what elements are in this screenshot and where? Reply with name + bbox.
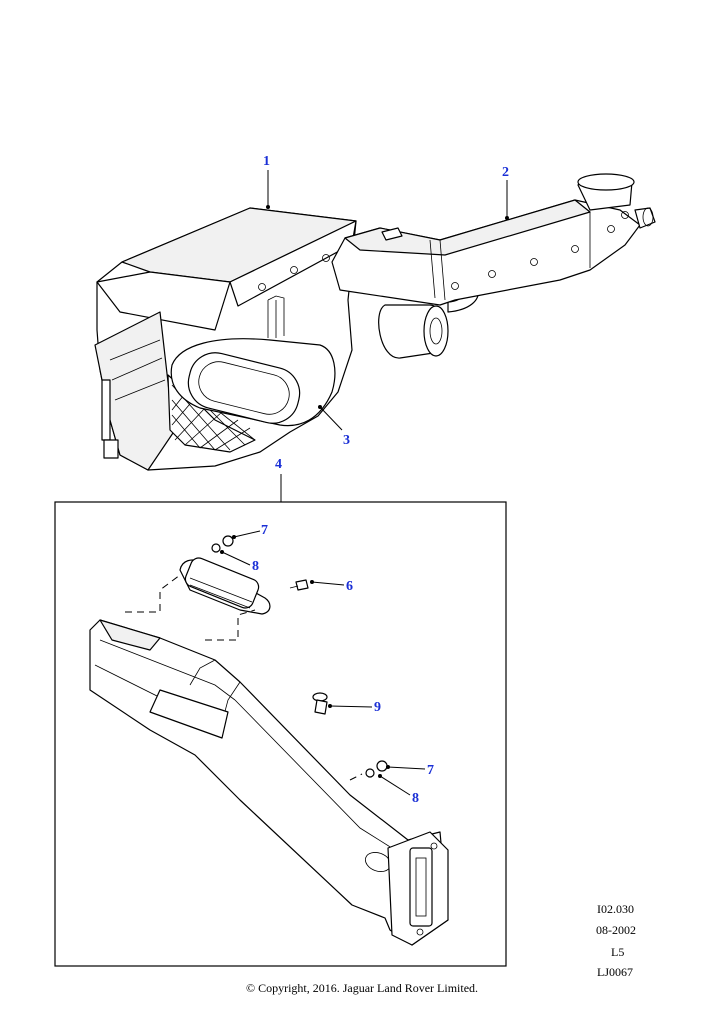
leader-lines (220, 170, 509, 796)
callout-4: 4 (275, 457, 282, 472)
drawing-level: L5 (611, 945, 625, 959)
intake-duct (331, 173, 656, 359)
callout-7-upper: 7 (261, 523, 268, 538)
callout-6: 6 (346, 579, 353, 594)
nut-fixing (211, 535, 388, 778)
callout-1: 1 (263, 154, 270, 169)
push-clip (312, 692, 328, 715)
drawing-date: 08-2002 (596, 923, 636, 937)
callout-3: 3 (343, 433, 350, 448)
seal-gasket (179, 557, 271, 615)
air-outlet-duct (170, 338, 336, 427)
callout-7-lower: 7 (427, 763, 434, 778)
screw-fixing (289, 579, 309, 591)
callout-8-lower: 8 (412, 791, 419, 806)
air-cleaner-housing (94, 207, 357, 471)
drawing-reference: LJ0067 (597, 965, 633, 979)
lower-duct (89, 619, 449, 946)
callout-8-upper: 8 (252, 559, 259, 574)
copyright-notice: © Copyright, 2016. Jaguar Land Rover Lim… (245, 981, 479, 995)
callout-2: 2 (502, 165, 509, 180)
drawing-code: I02.030 (597, 902, 634, 916)
callout-9: 9 (374, 700, 381, 715)
